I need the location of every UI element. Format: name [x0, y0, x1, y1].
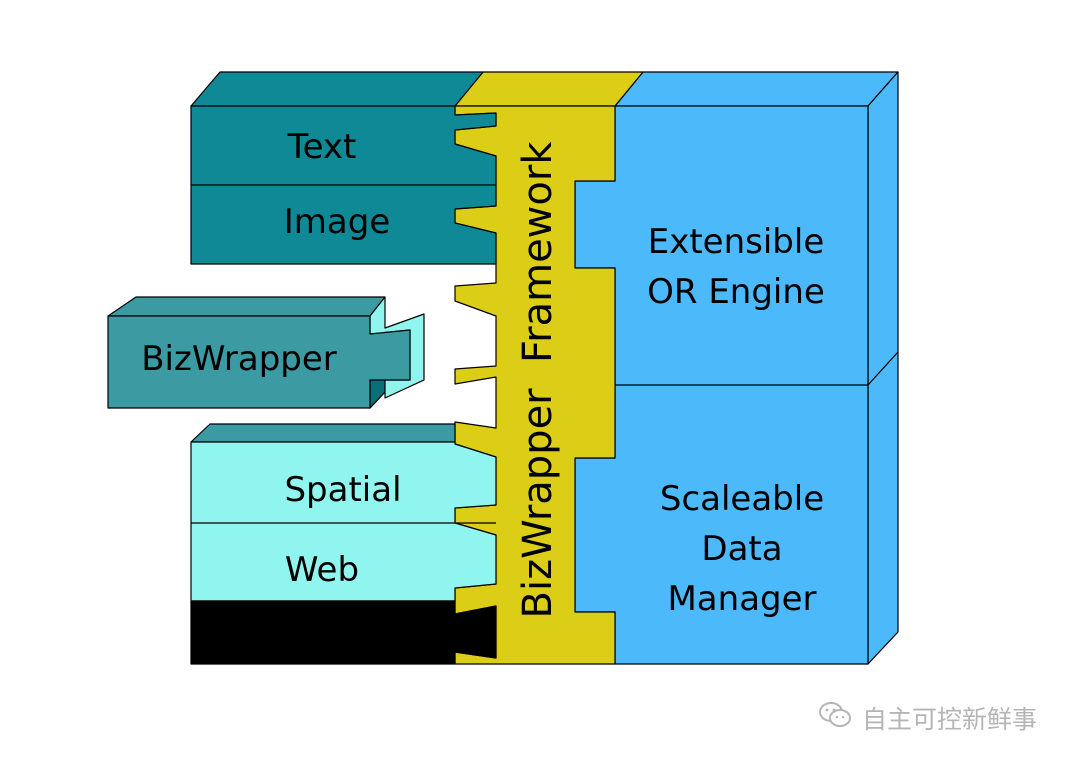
label-framework: BizWrapper Framework [515, 141, 561, 619]
black-bottom-block [190, 600, 497, 665]
blue-side-divider [867, 351, 899, 386]
spatial-web-block [190, 423, 497, 665]
bizwrapper-front-face [107, 315, 411, 409]
bizwrapper-piece [107, 296, 425, 409]
label-data-line1: Scaleable [660, 479, 824, 519]
label-engine-line2: OR Engine [647, 272, 825, 312]
label-spatial: Spatial [284, 470, 401, 510]
label-engine-line1: Extensible [648, 222, 825, 262]
spatial-web-top-face [190, 423, 456, 443]
blue-block-top-face [614, 71, 899, 107]
label-image: Image [284, 202, 390, 242]
bizwrapper-top-face [107, 296, 386, 317]
framework-top-face [454, 71, 644, 107]
text-image-top-face [190, 71, 484, 107]
right-blue-block [574, 71, 899, 665]
watermark: 自主可控新鲜事 [818, 700, 1058, 740]
label-data-line2: Data [701, 529, 782, 569]
label-bizwrapper: BizWrapper [141, 339, 337, 379]
label-data-line3: Manager [667, 579, 816, 619]
watermark-text: 自主可控新鲜事 [861, 705, 1037, 734]
framework-band [454, 71, 644, 665]
wechat-icon [818, 701, 852, 735]
label-web: Web [285, 550, 359, 590]
text-image-block [190, 71, 497, 265]
label-text: Text [287, 127, 357, 167]
